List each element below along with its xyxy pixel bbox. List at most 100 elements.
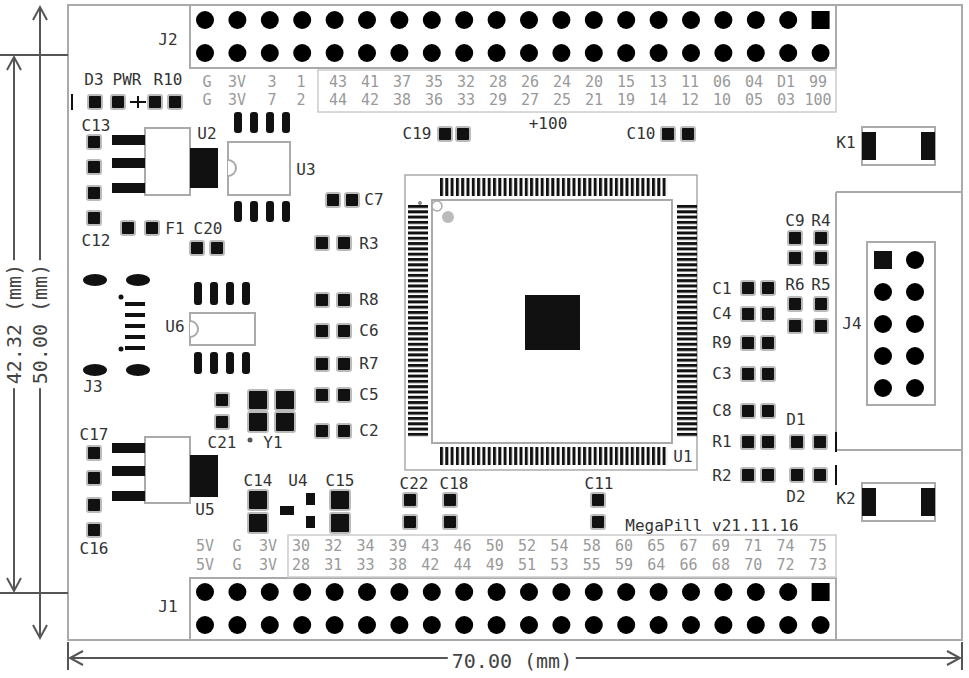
pin-label: 25 bbox=[553, 93, 571, 108]
pin-label: 66 bbox=[680, 558, 698, 573]
header-pin bbox=[520, 11, 538, 29]
regulator-symbol bbox=[112, 128, 218, 503]
pin-label: 58 bbox=[583, 539, 601, 554]
pin-label: 12 bbox=[681, 93, 699, 108]
header-pin bbox=[228, 616, 246, 634]
header-pin bbox=[390, 44, 408, 62]
header-pin bbox=[714, 44, 732, 62]
pin-label: 27 bbox=[521, 93, 539, 108]
pin-label: 03 bbox=[777, 93, 795, 108]
dimension-lines bbox=[0, 7, 962, 670]
part-label: R8 bbox=[359, 292, 378, 308]
pin-label: 5V bbox=[196, 558, 214, 573]
part-label: R2 bbox=[712, 468, 731, 484]
pin-label: 53 bbox=[550, 558, 568, 573]
header-pin bbox=[552, 11, 570, 29]
pin-label: 29 bbox=[489, 93, 507, 108]
pin-label: 3 bbox=[267, 75, 276, 90]
part-label: C5 bbox=[359, 387, 378, 403]
mcu-footprint bbox=[405, 175, 697, 470]
pin-label: 34 bbox=[357, 539, 375, 554]
pin-label: 68 bbox=[712, 558, 730, 573]
header-pin bbox=[488, 11, 506, 29]
header-pin bbox=[423, 11, 441, 29]
header-pin bbox=[650, 44, 668, 62]
part-label: C2 bbox=[359, 423, 378, 439]
pin-label: 33 bbox=[357, 558, 375, 573]
part-label: U1 bbox=[673, 449, 692, 465]
pin-label: 41 bbox=[361, 75, 379, 90]
pin-label: G bbox=[202, 75, 211, 90]
pin-label: 67 bbox=[680, 539, 698, 554]
header-pin bbox=[423, 616, 441, 634]
header-pin bbox=[488, 616, 506, 634]
header-pin bbox=[455, 11, 473, 29]
part-label: R1 bbox=[712, 434, 731, 450]
header-pin bbox=[196, 616, 214, 634]
header-pin bbox=[747, 616, 765, 634]
part-label: C17 bbox=[80, 427, 109, 443]
header-pin bbox=[326, 583, 344, 601]
part-label: D2 bbox=[786, 489, 805, 505]
pin-label: 50 bbox=[486, 539, 504, 554]
pin-label: 24 bbox=[553, 75, 571, 90]
connector-name: J2 bbox=[158, 32, 177, 48]
header-outline bbox=[190, 578, 836, 640]
part-label: C21 bbox=[208, 435, 237, 451]
part-label: C1 bbox=[712, 281, 731, 297]
pin-label: G bbox=[232, 539, 241, 554]
pin-label: 21 bbox=[585, 93, 603, 108]
part-label: C13 bbox=[82, 118, 111, 134]
header-pin bbox=[390, 11, 408, 29]
pin-label: 70 bbox=[744, 558, 762, 573]
part-label: K2 bbox=[836, 491, 855, 507]
part-label: C6 bbox=[359, 323, 378, 339]
pin-label: 32 bbox=[457, 75, 475, 90]
connector-name: J1 bbox=[158, 599, 177, 615]
header-pin bbox=[650, 616, 668, 634]
header-pin bbox=[261, 44, 279, 62]
header-pin bbox=[228, 11, 246, 29]
header-pin bbox=[585, 44, 603, 62]
pin-label: 13 bbox=[649, 75, 667, 90]
header-pin bbox=[293, 616, 311, 634]
part-label: C9 bbox=[785, 213, 804, 229]
pin-label: 30 bbox=[292, 539, 310, 554]
header-pin bbox=[682, 583, 700, 601]
header-pin bbox=[326, 11, 344, 29]
part-label: U2 bbox=[197, 126, 216, 142]
dimension-label: 42.32 (mm) bbox=[4, 260, 24, 388]
header-pin bbox=[747, 44, 765, 62]
board-outline bbox=[68, 5, 962, 640]
header-pin bbox=[552, 583, 570, 601]
header-pin bbox=[552, 44, 570, 62]
header-pin bbox=[650, 583, 668, 601]
header-pin bbox=[682, 11, 700, 29]
part-label: R4 bbox=[811, 213, 830, 229]
part-label: U6 bbox=[165, 319, 184, 335]
header-pin bbox=[682, 616, 700, 634]
part-label: C3 bbox=[712, 366, 731, 382]
header-pin bbox=[261, 616, 279, 634]
part-label: PWR bbox=[113, 72, 142, 88]
pin-label: 60 bbox=[615, 539, 633, 554]
pin-label-box bbox=[288, 535, 836, 577]
pin-label: 44 bbox=[453, 558, 471, 573]
pin-label: 38 bbox=[393, 93, 411, 108]
pin-label: 64 bbox=[647, 558, 665, 573]
header-pin bbox=[196, 11, 214, 29]
header-pin bbox=[423, 583, 441, 601]
header-pin bbox=[196, 583, 214, 601]
pin-label: 19 bbox=[617, 93, 635, 108]
part-label: C8 bbox=[712, 403, 731, 419]
part-label: C19 bbox=[403, 126, 432, 142]
pin-label: 74 bbox=[776, 539, 794, 554]
header-pin bbox=[228, 583, 246, 601]
pin-label: 51 bbox=[518, 558, 536, 573]
part-label: C16 bbox=[80, 541, 109, 557]
pin-label: 73 bbox=[809, 558, 827, 573]
part-label: MegaPill v21.11.16 bbox=[625, 518, 798, 534]
header-pin bbox=[779, 11, 797, 29]
part-label: C18 bbox=[440, 476, 469, 492]
header-pin bbox=[390, 583, 408, 601]
